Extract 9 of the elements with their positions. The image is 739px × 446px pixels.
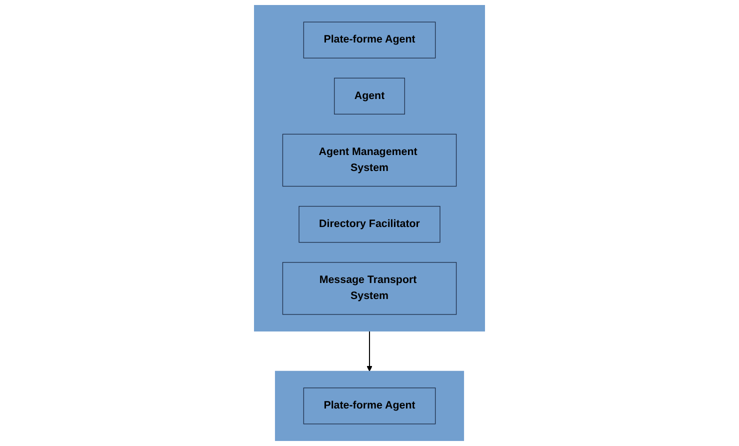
- node-box: Plate-forme Agent: [303, 22, 436, 58]
- node-box: Message Transport System: [282, 262, 457, 315]
- node-box: Agent Management System: [282, 134, 457, 187]
- node-box: Directory Facilitator: [298, 206, 440, 243]
- node-box: Agent: [334, 78, 405, 115]
- cluster: [274, 370, 464, 441]
- node-box: Plate-forme Agent: [303, 388, 436, 424]
- cluster: [254, 5, 485, 332]
- arrow: [366, 330, 372, 372]
